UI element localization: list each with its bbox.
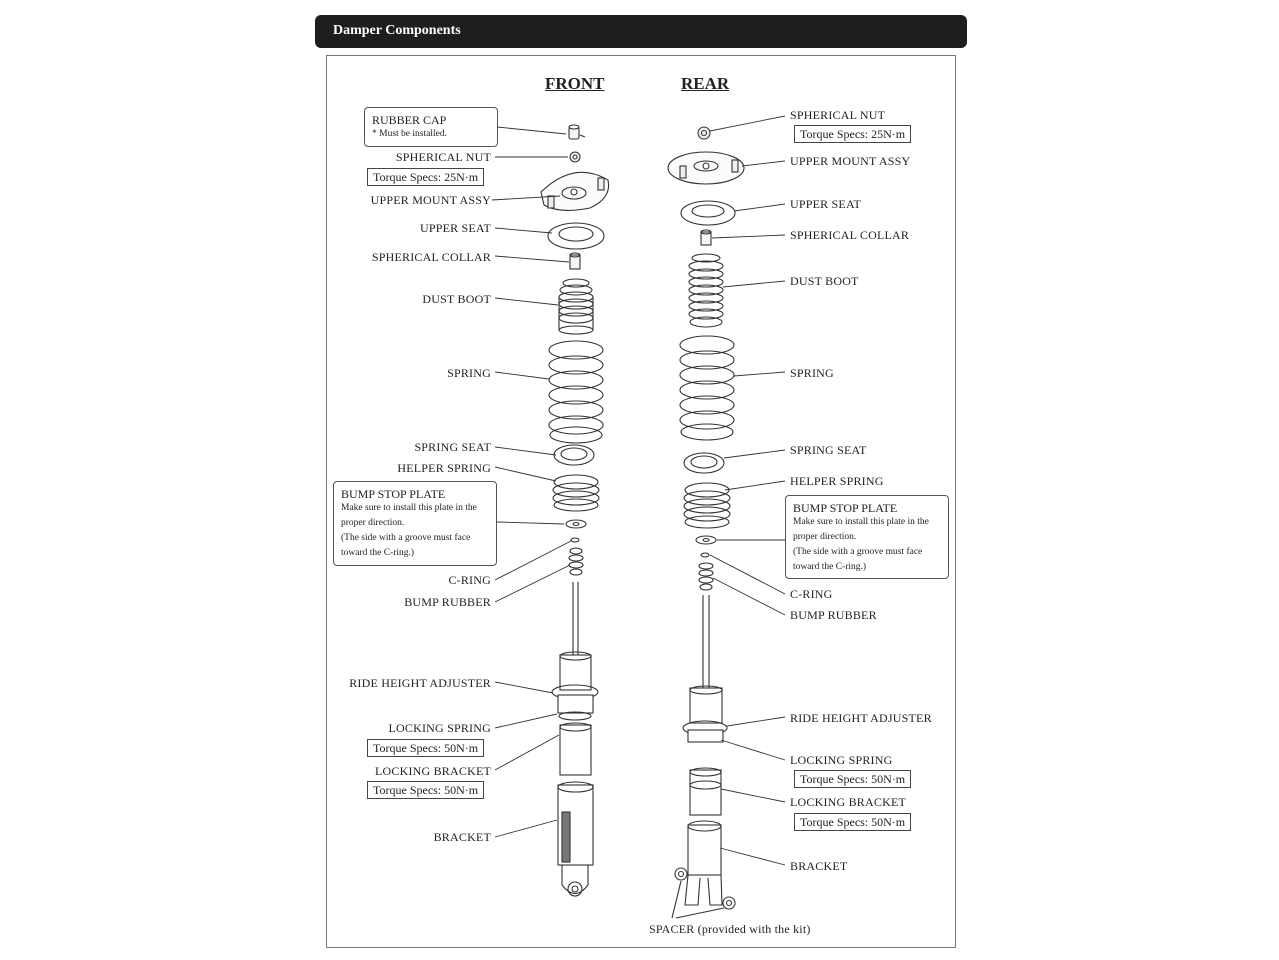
rear-locking-spring-torque: Torque Specs: 50N·m — [794, 770, 912, 788]
rear-locking-bracket-torque: Torque Specs: 50N·m — [794, 813, 912, 831]
front-spring-seat — [553, 444, 595, 466]
front-upper-seat — [547, 222, 605, 250]
front-spherical-collar — [569, 252, 581, 270]
front-spherical-nut — [569, 151, 581, 163]
front-bump-stop-plate — [565, 519, 587, 529]
rear-spherical-nut — [697, 126, 711, 140]
rear-spring — [679, 335, 735, 441]
rear-spring-seat-label: SPRING SEAT — [790, 443, 867, 457]
front-rubber-cap-callout: RUBBER CAP * Must be installed. — [364, 107, 498, 147]
front-helper-spring — [552, 474, 600, 512]
rear-bump-stop-callout: BUMP STOP PLATE Make sure to install thi… — [785, 495, 949, 579]
rear-bump-stop-line-2: proper direction. — [793, 532, 857, 542]
rear-upper-seat — [680, 200, 736, 226]
front-spring — [548, 340, 604, 444]
front-heading: FRONT — [545, 74, 605, 93]
diagram-frame — [326, 55, 956, 948]
rear-spring-seat — [683, 452, 725, 474]
front-spherical-collar-label: SPHERICAL COLLAR — [371, 250, 491, 264]
rear-ride-height-label: RIDE HEIGHT ADJUSTER — [790, 711, 932, 725]
front-upper-mount-label: UPPER MOUNT ASSY — [370, 193, 491, 207]
rear-helper-spring — [683, 482, 731, 529]
front-rubber-cap-note: * Must be installed. — [372, 129, 447, 139]
rear-c-ring — [700, 552, 710, 558]
rear-upper-mount — [667, 151, 745, 185]
rear-locking-spring-label: LOCKING SPRING — [790, 753, 893, 767]
rear-spherical-nut-label: SPHERICAL NUT — [790, 108, 886, 122]
front-bump-stop-line-1: Make sure to install this plate in the — [341, 503, 477, 513]
front-damper-body — [551, 582, 599, 897]
rear-bump-stop-label: BUMP STOP PLATE — [793, 501, 898, 515]
front-bump-stop-line-3: (The side with a groove must face — [341, 533, 471, 543]
rear-bump-stop-plate — [695, 535, 717, 545]
rear-dust-boot-label: DUST BOOT — [790, 274, 859, 288]
rear-spring-label: SPRING — [790, 366, 834, 380]
rear-locking-bracket-label: LOCKING BRACKET — [790, 795, 906, 809]
rear-bracket-label: BRACKET — [790, 859, 848, 873]
front-bump-stop-line-2: proper direction. — [341, 518, 405, 528]
front-bracket-label: BRACKET — [433, 830, 491, 844]
rear-c-ring-label: C-RING — [790, 587, 833, 601]
front-locking-spring-label: LOCKING SPRING — [388, 721, 491, 735]
front-locking-bracket-torque: Torque Specs: 50N·m — [367, 781, 485, 799]
front-bump-rubber-label: BUMP RUBBER — [404, 595, 491, 609]
section-title: Damper Components — [333, 23, 461, 38]
front-c-ring-label: C-RING — [448, 573, 491, 587]
rear-bump-stop-line-4: toward the C-ring.) — [793, 562, 867, 572]
front-bump-stop-line-4: toward the C-ring.) — [341, 548, 415, 558]
front-upper-seat-label: UPPER SEAT — [419, 221, 491, 235]
leader-lines — [491, 115, 786, 866]
rear-dust-boot — [688, 253, 724, 328]
front-bump-stop-callout: BUMP STOP PLATE Make sure to install thi… — [333, 481, 497, 566]
section-header-bar: Damper Components — [315, 15, 967, 48]
front-spherical-nut-torque: Torque Specs: 25N·m — [367, 168, 485, 186]
front-spring-seat-label: SPRING SEAT — [414, 440, 491, 454]
rear-bump-stop-line-3: (The side with a groove must face — [793, 547, 923, 557]
front-rubber-cap-label: RUBBER CAP — [372, 113, 447, 127]
front-bump-rubber — [568, 547, 584, 576]
rear-damper-body — [682, 595, 728, 906]
front-helper-spring-label: HELPER SPRING — [397, 461, 491, 475]
front-dust-boot — [558, 278, 594, 335]
front-spherical-nut-label: SPHERICAL NUT — [395, 150, 491, 164]
rear-spherical-collar-label: SPHERICAL COLLAR — [790, 228, 910, 242]
front-spring-label: SPRING — [447, 366, 491, 380]
rear-bump-rubber — [698, 562, 714, 591]
rear-helper-spring-label: HELPER SPRING — [790, 474, 884, 488]
rear-bump-rubber-label: BUMP RUBBER — [790, 608, 877, 622]
front-locking-bracket-label: LOCKING BRACKET — [375, 764, 491, 778]
front-bump-stop-label: BUMP STOP PLATE — [341, 487, 446, 501]
rear-spherical-nut-torque: Torque Specs: 25N·m — [794, 125, 912, 143]
front-upper-mount — [540, 171, 610, 211]
rear-spacers — [671, 867, 736, 919]
rear-heading: REAR — [681, 74, 730, 93]
front-ride-height-label: RIDE HEIGHT ADJUSTER — [349, 676, 491, 690]
rear-spacer-label: SPACER (provided with the kit) — [649, 922, 811, 936]
rear-bump-stop-line-1: Make sure to install this plate in the — [793, 517, 929, 527]
rear-spherical-collar — [700, 229, 712, 246]
front-rubber-cap — [568, 124, 586, 140]
front-dust-boot-label: DUST BOOT — [422, 292, 491, 306]
front-locking-spring-torque: Torque Specs: 50N·m — [367, 739, 485, 757]
front-c-ring — [570, 537, 580, 543]
rear-upper-seat-label: UPPER SEAT — [790, 197, 862, 211]
rear-upper-mount-label: UPPER MOUNT ASSY — [790, 154, 911, 168]
